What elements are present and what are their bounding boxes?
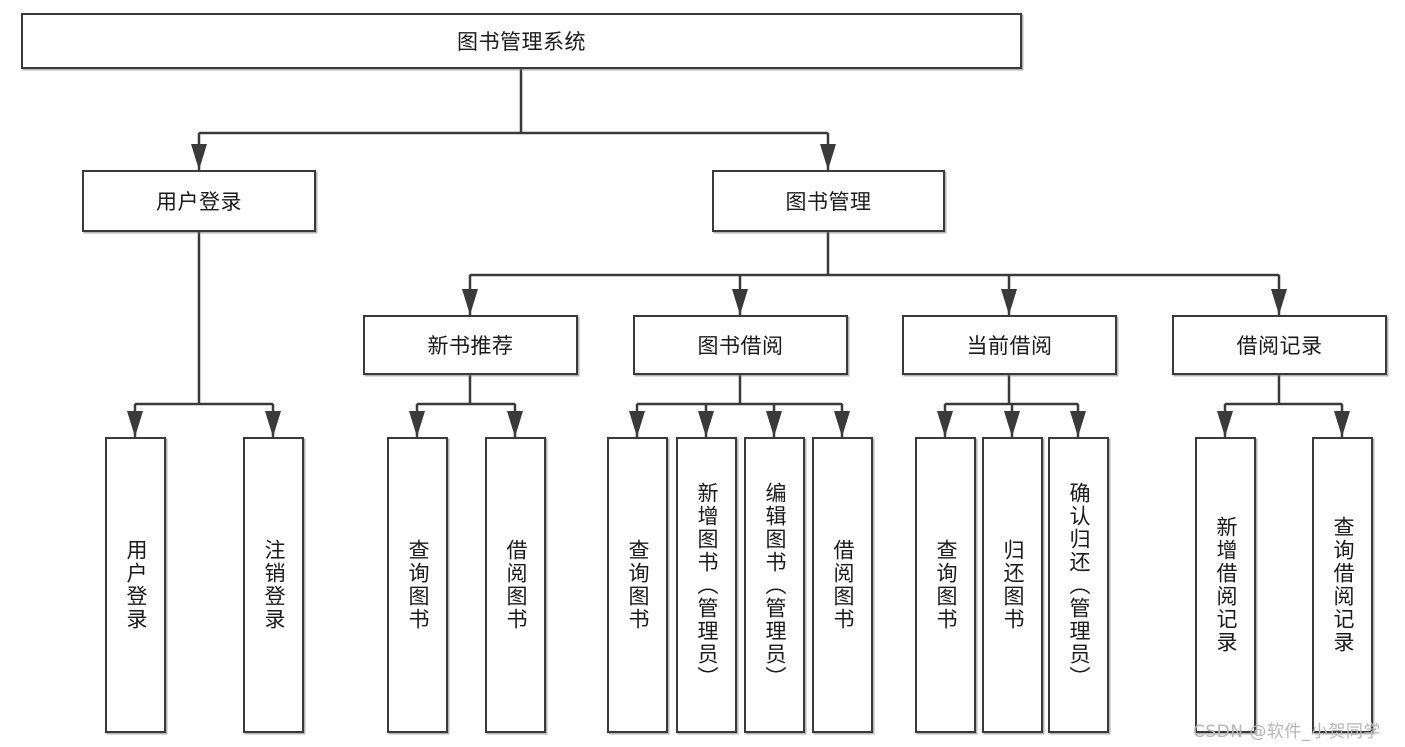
- node-label: 借阅图书: [504, 539, 528, 631]
- node-leaf-query-record[interactable]: 查询借阅记录: [1312, 437, 1373, 733]
- node-new-book-recommend[interactable]: 新书推荐: [363, 315, 578, 375]
- arrowhead-icon: [766, 411, 782, 437]
- watermark-text: CSDN @软件_小贺同学: [1193, 722, 1381, 742]
- node-label: 借阅记录: [1236, 334, 1323, 358]
- node-label: 新增借阅记录: [1214, 516, 1238, 654]
- node-user-login[interactable]: 用户登录: [82, 170, 316, 232]
- arrowhead-icon: [1334, 411, 1350, 437]
- node-borrow-record[interactable]: 借阅记录: [1172, 315, 1387, 375]
- arrowhead-icon: [1217, 411, 1233, 437]
- arrowhead-icon: [409, 411, 425, 437]
- arrowhead-icon: [191, 144, 207, 170]
- arrowhead-icon: [462, 289, 478, 315]
- node-leaf-borrow-book-2[interactable]: 借阅图书: [812, 437, 873, 733]
- node-label: 确认归还（管理员）: [1067, 481, 1091, 689]
- node-current-borrow[interactable]: 当前借阅: [902, 315, 1117, 375]
- node-book-borrow[interactable]: 图书借阅: [633, 315, 848, 375]
- node-label: 当前借阅: [966, 334, 1053, 358]
- arrowhead-icon: [1004, 411, 1020, 437]
- arrowhead-icon: [629, 411, 645, 437]
- node-label: 编辑图书（管理员）: [763, 481, 787, 689]
- node-leaf-query-book-1[interactable]: 查询图书: [387, 437, 448, 733]
- arrowhead-icon: [265, 411, 281, 437]
- arrowhead-icon: [698, 411, 714, 437]
- arrowhead-icon: [820, 144, 836, 170]
- node-leaf-query-book-3[interactable]: 查询图书: [915, 437, 976, 733]
- node-label: 查询图书: [406, 539, 430, 631]
- node-label: 借阅图书: [831, 539, 855, 631]
- arrowhead-icon: [1271, 289, 1287, 315]
- arrowhead-icon: [127, 411, 143, 437]
- node-root[interactable]: 图书管理系统: [21, 13, 1022, 69]
- node-label: 查询图书: [934, 539, 958, 631]
- arrowhead-icon: [507, 411, 523, 437]
- node-leaf-add-book[interactable]: 新增图书（管理员）: [676, 437, 737, 733]
- node-leaf-return-book[interactable]: 归还图书: [982, 437, 1043, 733]
- node-label: 查询图书: [626, 539, 650, 631]
- arrowhead-icon: [732, 289, 748, 315]
- node-leaf-borrow-book-1[interactable]: 借阅图书: [485, 437, 546, 733]
- node-leaf-user-login[interactable]: 用户登录: [105, 437, 166, 733]
- node-label: 查询借阅记录: [1331, 516, 1355, 654]
- arrowhead-icon: [1070, 411, 1086, 437]
- node-label: 新书推荐: [427, 334, 514, 358]
- node-label: 图书借阅: [697, 334, 784, 358]
- node-leaf-query-book-2[interactable]: 查询图书: [607, 437, 668, 733]
- node-label: 图书管理系统: [457, 30, 586, 54]
- node-label: 注销登录: [262, 539, 286, 631]
- arrowhead-icon: [937, 411, 953, 437]
- node-leaf-add-record[interactable]: 新增借阅记录: [1195, 437, 1256, 733]
- arrowhead-icon: [1001, 289, 1017, 315]
- arrowhead-icon: [834, 411, 850, 437]
- node-label: 用户登录: [156, 190, 242, 214]
- node-book-manage[interactable]: 图书管理: [712, 170, 945, 232]
- node-leaf-logout[interactable]: 注销登录: [243, 437, 304, 733]
- connector-group: [127, 69, 1350, 437]
- node-leaf-confirm-return[interactable]: 确认归还（管理员）: [1048, 437, 1109, 733]
- node-label: 用户登录: [124, 539, 148, 631]
- node-label: 新增图书（管理员）: [695, 481, 719, 689]
- node-label: 图书管理: [785, 190, 872, 214]
- node-label: 归还图书: [1001, 539, 1025, 631]
- node-leaf-edit-book[interactable]: 编辑图书（管理员）: [744, 437, 805, 733]
